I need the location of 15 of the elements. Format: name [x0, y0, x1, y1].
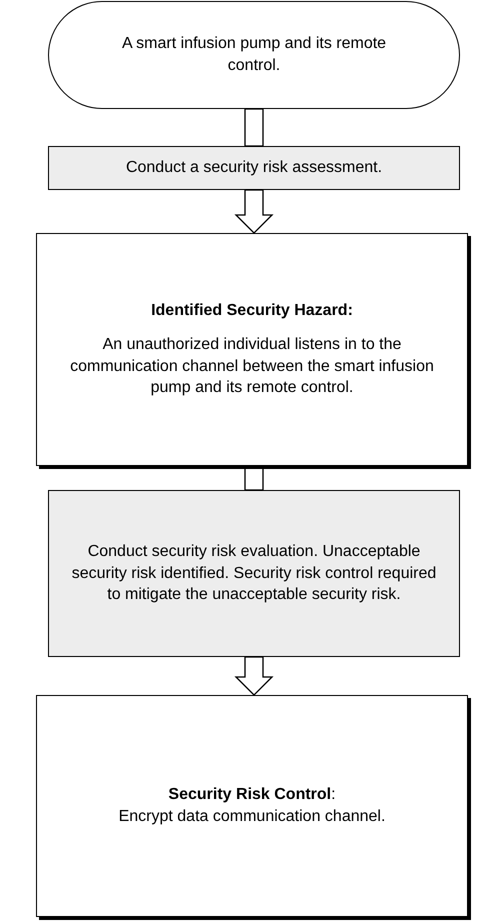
box-heading: Identified Security Hazard: — [151, 301, 353, 322]
box-heading: Security Risk Control: — [168, 785, 336, 806]
block-arrow — [234, 189, 274, 234]
box-text: Conduct a security risk assessment. — [126, 158, 382, 178]
box-text: An unauthorized individual listens in to the communication channel between the smart infusion pump and its remote control. — [69, 334, 435, 398]
process-box — [48, 490, 460, 657]
process-box — [36, 233, 468, 466]
process-box — [36, 695, 468, 917]
block-arrow — [244, 108, 264, 147]
box-text: Conduct security risk evaluation. Unacceptable security risk identified. Security risk control required to mitigate the unacceptable security risk. — [70, 542, 438, 606]
box-text: A smart infusion pump and its remote control. — [120, 34, 388, 76]
box-text: Encrypt data communication channel. — [118, 807, 386, 827]
block-arrow — [234, 656, 274, 696]
block-arrow — [244, 467, 264, 491]
process-box — [48, 146, 460, 190]
